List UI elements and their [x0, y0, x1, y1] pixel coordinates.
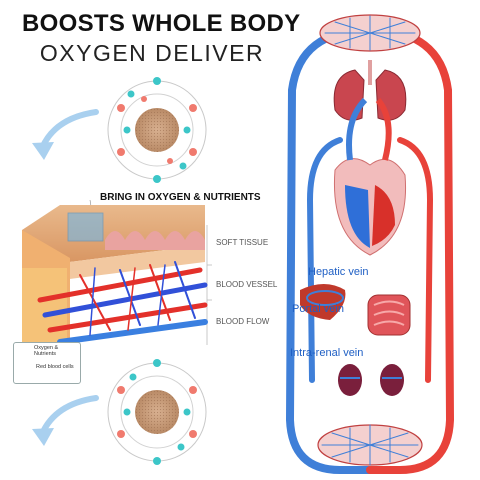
- intestine-icon: [367, 294, 411, 336]
- molecule-icons: [117, 77, 197, 183]
- page-title: BOOSTS WHOLE BODY: [22, 10, 301, 37]
- cell-diagram-bottom: [107, 359, 207, 465]
- layer-label-soft-tissue: SOFT TISSUE: [216, 238, 269, 247]
- legend-label-rbc: Red blood cells: [36, 364, 74, 370]
- layer-label-blood-vessel: BLOOD VESSEL: [216, 280, 278, 289]
- bottom-capillary-bed: [317, 424, 423, 466]
- legend: [13, 342, 81, 384]
- page-subtitle: OXYGEN DELIVER: [39, 40, 265, 66]
- liver-icon: [300, 284, 346, 320]
- hepatic-vein-label: Hepatic vein: [308, 266, 369, 278]
- legend-label-oxygen: Oxygen & Nutrients: [34, 345, 59, 357]
- lung-icon: [333, 60, 407, 121]
- layer-label-blood-flow: BLOOD FLOW: [216, 317, 270, 326]
- portal-vein-label: Portal vein: [292, 303, 344, 315]
- kidney-icon: [338, 364, 404, 396]
- circulation-diagram: [285, 14, 455, 474]
- bring-in-label: BRING IN OXYGEN & NUTRIENTS: [100, 192, 261, 203]
- cell-diagram-top: [107, 77, 207, 183]
- tissue-cross-section: [22, 199, 212, 345]
- heart-icon: [333, 97, 407, 256]
- top-capillary-bed: [319, 14, 421, 52]
- intra-renal-vein-label: Intra-renal vein: [290, 347, 364, 359]
